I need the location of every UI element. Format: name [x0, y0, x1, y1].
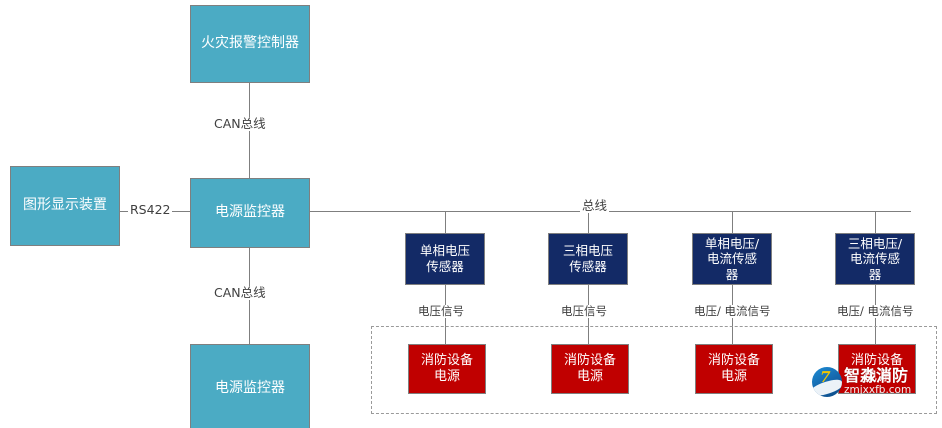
- edge-label-signal-4: 电压/ 电流信号: [835, 304, 916, 318]
- node-fire-alarm-controller-label: 火灾报警控制器: [201, 35, 299, 52]
- watermark-text: 智淼消防 zmjxxfb.com: [844, 368, 911, 396]
- node-sensor-4-label: 三相电压/ 电流传感 器: [847, 235, 903, 282]
- edge-label-signal-3: 电压/ 电流信号: [692, 304, 773, 318]
- node-power-supply-4[interactable]: 消防设备 电源: [838, 344, 916, 394]
- node-sensor-2[interactable]: 三相电压 传感器: [548, 233, 628, 285]
- node-power-supply-3-label: 消防设备 电源: [707, 352, 760, 384]
- node-power-supply-3[interactable]: 消防设备 电源: [695, 344, 773, 394]
- edge-label-signal-1: 电压信号: [416, 304, 466, 318]
- bus-drop-sensor-2: [588, 211, 589, 234]
- node-fire-alarm-controller[interactable]: 火灾报警控制器: [190, 5, 310, 83]
- node-power-monitor-sub[interactable]: 电源监控器: [190, 344, 310, 428]
- edge-label-signal-2: 电压信号: [559, 304, 609, 318]
- node-power-supply-2-label: 消防设备 电源: [563, 352, 616, 384]
- main-bus-line: [310, 211, 911, 212]
- node-sensor-3[interactable]: 单相电压/ 电流传感 器: [692, 233, 772, 285]
- bus-drop-sensor-4: [875, 211, 876, 234]
- node-power-supply-4-label: 消防设备 电源: [850, 352, 903, 384]
- node-power-monitor-sub-label: 电源监控器: [215, 380, 285, 397]
- edge-label-can-bus-bottom: CAN总线: [212, 285, 268, 300]
- bus-drop-sensor-3: [732, 211, 733, 234]
- edge-label-can-bus-top: CAN总线: [212, 116, 268, 131]
- node-graphic-display-label: 图形显示装置: [23, 197, 107, 214]
- node-power-supply-1-label: 消防设备 电源: [420, 352, 473, 384]
- node-power-supply-2[interactable]: 消防设备 电源: [551, 344, 629, 394]
- node-sensor-1-label: 单相电压 传感器: [419, 243, 470, 274]
- node-power-monitor-main-label: 电源监控器: [215, 204, 285, 221]
- node-sensor-2-label: 三相电压 传感器: [562, 243, 613, 274]
- node-sensor-4[interactable]: 三相电压/ 电流传感 器: [835, 233, 915, 285]
- node-power-supply-1[interactable]: 消防设备 电源: [408, 344, 486, 394]
- bus-drop-sensor-1: [445, 211, 446, 234]
- edge-label-rs422: RS422: [128, 202, 173, 217]
- node-power-monitor-main[interactable]: 电源监控器: [190, 178, 310, 248]
- node-sensor-3-label: 单相电压/ 电流传感 器: [704, 235, 760, 282]
- edge-label-main-bus: 总线: [580, 198, 610, 213]
- watermark-url: zmjxxfb.com: [844, 384, 912, 397]
- watermark: 智淼消防 zmjxxfb.com: [812, 367, 911, 397]
- power-supply-group-boundary: [371, 326, 937, 414]
- node-graphic-display[interactable]: 图形显示装置: [10, 166, 120, 246]
- watermark-logo-icon: [812, 367, 842, 397]
- node-sensor-1[interactable]: 单相电压 传感器: [405, 233, 485, 285]
- watermark-brand: 智淼消防: [844, 366, 909, 386]
